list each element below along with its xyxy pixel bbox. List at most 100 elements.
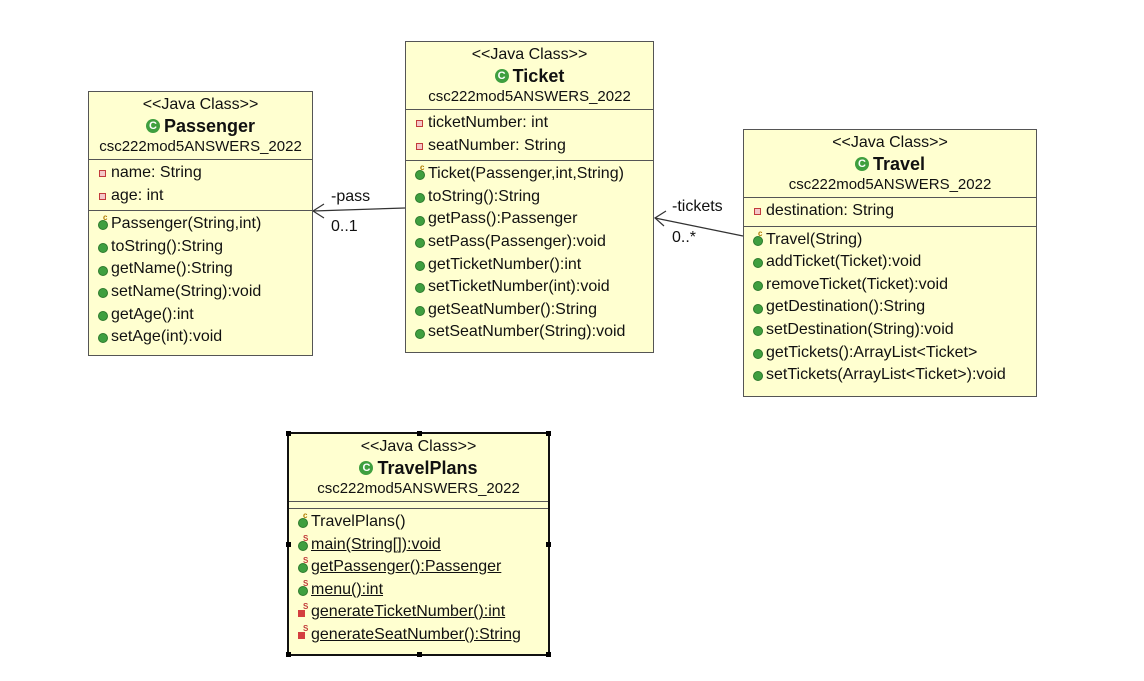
method-signature: setTickets(ArrayList<Ticket>):void: [766, 366, 1006, 384]
method-row[interactable]: getTicketNumber():int: [414, 254, 649, 277]
selection-handle[interactable]: [546, 542, 551, 547]
selection-handle[interactable]: [417, 431, 422, 436]
method-signature: getDestination():String: [766, 298, 926, 316]
method-signature: setPass(Passenger):void: [428, 232, 606, 250]
method-row[interactable]: setPass(Passenger):void: [414, 231, 649, 254]
method-row[interactable]: setDestination(String):void: [752, 319, 1032, 342]
method-row[interactable]: removeTicket(Ticket):void: [752, 274, 1032, 297]
public-method-icon: [752, 347, 763, 359]
field-signature: name: String: [111, 164, 202, 181]
public-method-icon: [752, 256, 763, 269]
method-row[interactable]: addTicket(Ticket):void: [752, 251, 1032, 274]
method-row[interactable]: getDestination():String: [752, 296, 1032, 319]
method-row[interactable]: setTickets(ArrayList<Ticket>):void: [752, 364, 1032, 387]
field-signature: seatNumber: String: [428, 136, 566, 154]
method-signature: getPass():Passenger: [428, 210, 578, 228]
field-row[interactable]: seatNumber: String: [414, 135, 649, 158]
field-row[interactable]: name: String: [97, 162, 308, 185]
class-travelplans-header: <<Java Class>> C TravelPlans csc222mod5A…: [289, 434, 548, 502]
method-signature: getTicketNumber():int: [428, 255, 582, 273]
selection-handle[interactable]: [417, 652, 422, 657]
public-method-icon: S: [297, 557, 308, 574]
field-signature: age: int: [111, 186, 164, 204]
association-travel-ticket-line[interactable]: [654, 217, 744, 237]
class-ticket[interactable]: <<Java Class>> C Ticket csc222mod5ANSWER…: [405, 41, 654, 353]
method-signature: setTicketNumber(int):void: [428, 278, 610, 296]
private-field-icon: [97, 190, 108, 202]
method-row[interactable]: toString():String: [414, 186, 649, 209]
private-field-icon: [414, 117, 425, 129]
method-signature: setAge(int):void: [111, 328, 223, 346]
method-signature: main(String[]):void: [311, 535, 441, 553]
method-row[interactable]: setAge(int):void: [97, 326, 308, 349]
public-method-icon: S: [297, 534, 308, 551]
public-method-icon: [97, 331, 108, 344]
class-travel[interactable]: <<Java Class>> C Travel csc222mod5ANSWER…: [743, 129, 1037, 397]
class-passenger-stereotype: <<Java Class>>: [142, 96, 259, 113]
association-ticket-passenger-line[interactable]: [312, 207, 406, 212]
public-method-icon: c: [97, 214, 108, 231]
selection-handle[interactable]: [286, 652, 291, 657]
method-row[interactable]: setSeatNumber(String):void: [414, 321, 649, 344]
method-signature: addTicket(Ticket):void: [766, 253, 922, 271]
class-passenger[interactable]: <<Java Class>> C Passenger csc222mod5ANS…: [88, 91, 313, 356]
class-icon: C: [145, 119, 160, 133]
method-row[interactable]: getPass():Passenger: [414, 208, 649, 231]
class-passenger-fields: name: String age: int: [89, 160, 312, 212]
method-signature: menu():int: [311, 580, 384, 598]
selection-handle[interactable]: [546, 431, 551, 436]
static-modifier-icon: S: [303, 579, 309, 589]
selection-handle[interactable]: [546, 652, 551, 657]
class-icon: C: [494, 69, 509, 83]
method-row[interactable]: setTicketNumber(int):void: [414, 276, 649, 299]
field-row[interactable]: destination: String: [752, 200, 1032, 223]
method-signature: getPassenger():Passenger: [311, 558, 502, 576]
selection-handle[interactable]: [286, 542, 291, 547]
association-ticket-passenger-multiplicity: 0..1: [331, 218, 358, 235]
public-method-icon: [414, 259, 425, 271]
private-field-icon: [414, 140, 425, 152]
method-row[interactable]: toString():String: [97, 236, 308, 259]
static-modifier-icon: S: [303, 601, 309, 611]
field-row[interactable]: ticketNumber: int: [414, 112, 649, 135]
method-signature: Passenger(String,int): [111, 215, 262, 233]
class-travel-fields: destination: String: [744, 198, 1036, 227]
private-method-icon: S: [297, 625, 308, 641]
class-travelplans[interactable]: <<Java Class>> C TravelPlans csc222mod5A…: [286, 431, 551, 657]
public-method-icon: S: [297, 580, 308, 597]
method-signature: generateTicketNumber():int: [311, 603, 506, 621]
static-modifier-icon: S: [303, 624, 309, 634]
public-method-icon: [414, 304, 425, 317]
method-row[interactable]: setName(String):void: [97, 281, 308, 304]
class-travelplans-package: csc222mod5ANSWERS_2022: [317, 480, 520, 497]
field-row[interactable]: age: int: [97, 185, 308, 208]
public-method-icon: [97, 309, 108, 321]
method-row[interactable]: getTickets():ArrayList<Ticket>: [752, 342, 1032, 365]
method-row[interactable]: getSeatNumber():String: [414, 299, 649, 322]
method-signature: TravelPlans(): [311, 513, 406, 530]
class-ticket-name: Ticket: [512, 66, 565, 86]
association-ticket-passenger-role: -pass: [331, 188, 371, 205]
method-row[interactable]: getAge():int: [97, 304, 308, 327]
method-row[interactable]: getName():String: [97, 258, 308, 281]
method-signature: toString():String: [111, 237, 224, 255]
public-method-icon: [97, 286, 108, 299]
class-travelplans-fields: [289, 502, 548, 509]
public-method-icon: c: [414, 164, 425, 181]
association-travel-ticket-arrowhead: [654, 210, 667, 227]
selection-handle[interactable]: [286, 431, 291, 436]
class-travelplans-name: TravelPlans: [377, 458, 478, 478]
